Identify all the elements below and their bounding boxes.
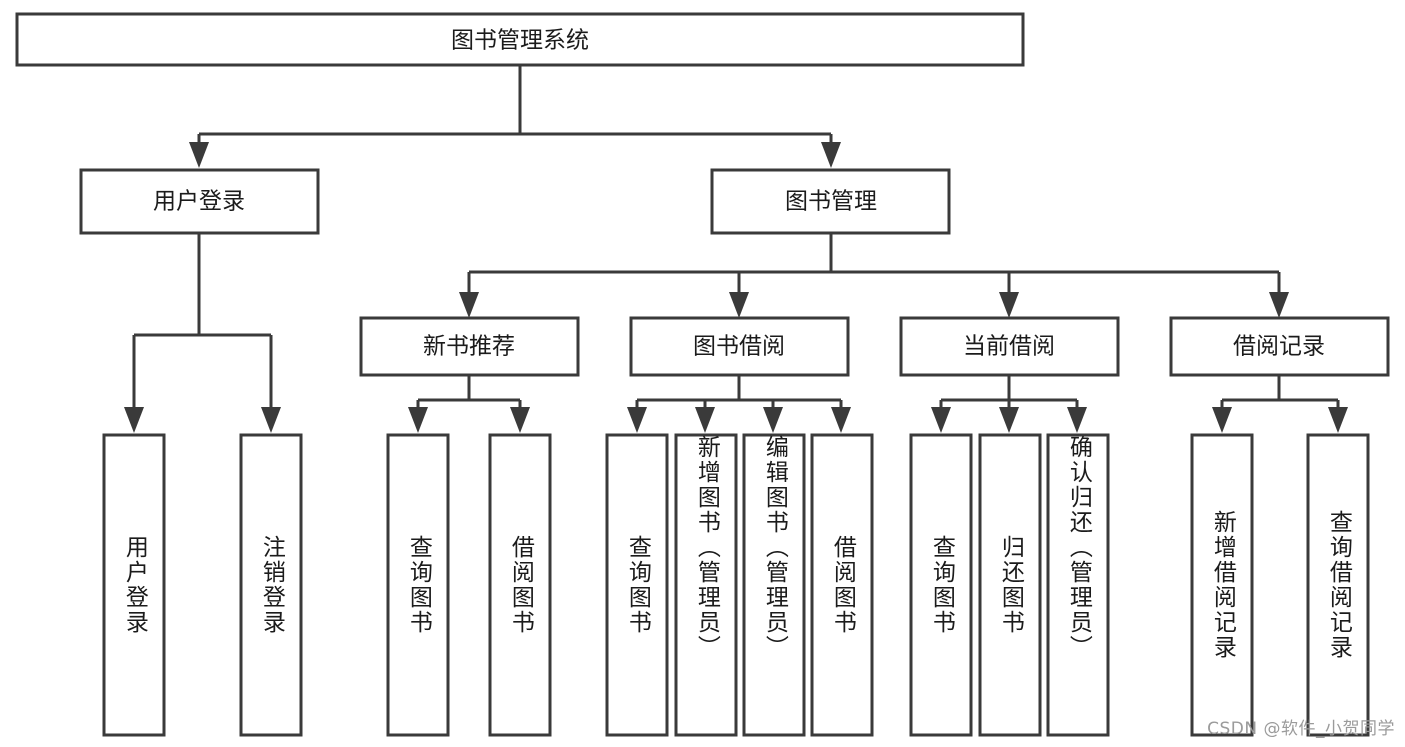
leaf-box-book-borrow-0[interactable] — [605, 433, 669, 737]
node-root-book-management-system[interactable]: 图书管理系统 — [15, 12, 1025, 67]
node-book-borrow-label: 图书借阅 — [693, 334, 785, 360]
node-user-login-box[interactable] — [79, 168, 320, 235]
leaf-box-user-login-0[interactable] — [102, 433, 166, 737]
node-new-book-recommend-label: 新书推荐 — [423, 334, 515, 360]
node-borrow-record-box[interactable] — [1169, 316, 1390, 377]
node-root-box[interactable] — [15, 12, 1025, 67]
node-current-borrow-label: 当前借阅 — [963, 334, 1055, 360]
node-current-borrow[interactable]: 当前借阅 — [899, 316, 1120, 377]
node-user-login-label: 用户登录 — [153, 189, 245, 215]
node-book-management[interactable]: 图书管理 — [710, 168, 951, 235]
arrow-current-borrow-leaf-2 — [1067, 407, 1087, 433]
leaf-box-new-book-0[interactable] — [386, 433, 450, 737]
arrow-book-borrow-leaf-2 — [763, 407, 783, 433]
arrow-borrow-record-leaf-0 — [1212, 407, 1232, 433]
arrow-user-login-leaf-1 — [261, 407, 281, 433]
node-borrow-record-label: 借阅记录 — [1233, 334, 1325, 360]
leaf-box-current-borrow-2[interactable] — [1046, 433, 1110, 737]
leaf-box-current-borrow-0[interactable] — [909, 433, 973, 737]
arrow-current-borrow-leaf-0 — [931, 407, 951, 433]
leaf-box-current-borrow-1[interactable] — [978, 433, 1042, 737]
node-borrow-record[interactable]: 借阅记录 — [1169, 316, 1390, 377]
arrow-new-book-leaf-1 — [510, 407, 530, 433]
arrow-root-to-book-mgmt — [821, 142, 841, 168]
arrow-borrow-record-leaf-1 — [1328, 407, 1348, 433]
arrow-book-borrow-leaf-1 — [695, 407, 715, 433]
arrow-book-borrow-leaf-0 — [627, 407, 647, 433]
node-current-borrow-box[interactable] — [899, 316, 1120, 377]
arrow-book-borrow-leaf-3 — [831, 407, 851, 433]
arrow-book-mgmt-to-new-book — [459, 292, 479, 318]
leaf-box-layer — [102, 433, 1370, 737]
leaf-box-book-borrow-1[interactable] — [674, 433, 738, 737]
arrow-root-to-user-login — [189, 142, 209, 168]
leaf-box-borrow-record-0[interactable] — [1190, 433, 1254, 737]
leaf-box-book-borrow-2[interactable] — [742, 433, 806, 737]
node-book-borrow[interactable]: 图书借阅 — [629, 316, 850, 377]
leaf-box-new-book-1[interactable] — [488, 433, 552, 737]
arrow-book-mgmt-to-book-borrow — [729, 292, 749, 318]
arrow-new-book-leaf-0 — [408, 407, 428, 433]
leaf-box-book-borrow-3[interactable] — [810, 433, 874, 737]
node-book-borrow-box[interactable] — [629, 316, 850, 377]
arrow-current-borrow-leaf-1 — [999, 407, 1019, 433]
arrow-book-mgmt-to-borrow-record — [1269, 292, 1289, 318]
node-new-book-recommend[interactable]: 新书推荐 — [359, 316, 580, 377]
node-root-label: 图书管理系统 — [451, 28, 589, 54]
connector-layer — [124, 65, 1348, 433]
arrow-user-login-leaf-0 — [124, 407, 144, 433]
arrow-book-mgmt-to-current-borrow — [999, 292, 1019, 318]
leaf-box-borrow-record-1[interactable] — [1306, 433, 1370, 737]
leaf-box-user-login-1[interactable] — [239, 433, 303, 737]
node-book-management-label: 图书管理 — [785, 189, 877, 215]
node-book-management-box[interactable] — [710, 168, 951, 235]
node-user-login[interactable]: 用户登录 — [79, 168, 320, 235]
node-new-book-recommend-box[interactable] — [359, 316, 580, 377]
